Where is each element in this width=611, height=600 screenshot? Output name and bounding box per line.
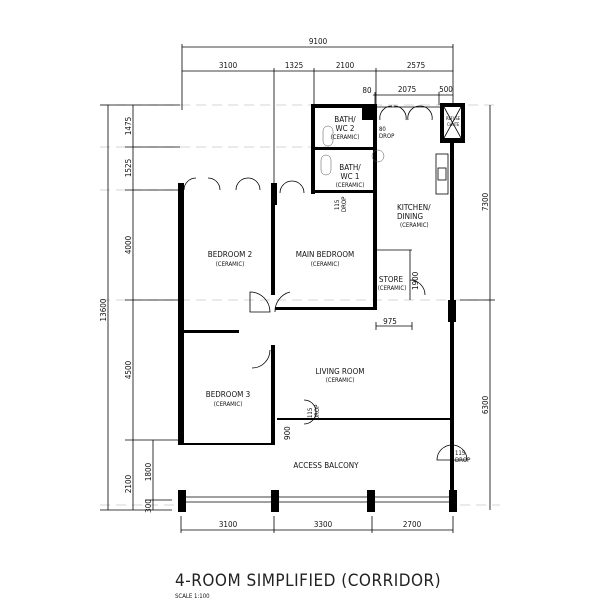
room-labels: BATH/ WC 2 (CERAMIC) BATH/ WC 1 (CERAMIC…	[206, 115, 431, 470]
dim-top-sub-1: 80	[362, 86, 372, 95]
bath-wc2-label-3: (CERAMIC)	[331, 134, 360, 141]
bedroom2-finish: (CERAMIC)	[216, 261, 245, 268]
dim-top-sub-2: 2075	[398, 85, 416, 94]
bedroom2-label: BEDROOM 2	[208, 250, 252, 259]
dim-right-1: 7300	[481, 192, 490, 211]
bottom-dimensions: 3100 3300 2700	[180, 516, 454, 533]
plan-scale: SCALE 1:100	[175, 593, 210, 600]
living-room-finish: (CERAMIC)	[326, 377, 355, 384]
right-dimensions: 7300 6300	[460, 105, 495, 510]
living-room-label: LIVING ROOM	[316, 367, 365, 376]
dim-top-4: 2575	[407, 61, 425, 70]
dim-left-sub-2: 300	[144, 499, 153, 513]
store-height-dim: 1900	[411, 271, 420, 290]
dim-top-2: 1325	[285, 61, 303, 70]
main-bedroom-finish: (CERAMIC)	[311, 261, 340, 268]
store-label: STORE	[379, 275, 404, 284]
store-width-dim: 975	[383, 317, 397, 326]
access-balcony-label: ACCESS BALCONY	[293, 461, 359, 470]
reference-lines	[100, 104, 500, 506]
bedroom3-label: BEDROOM 3	[206, 390, 250, 399]
dim-left-sub-1: 1800	[144, 462, 153, 481]
dim-top-1: 3100	[219, 61, 238, 70]
store-finish: (CERAMIC)	[378, 285, 407, 292]
bath-wc1-label-2: WC 1	[340, 172, 359, 181]
dim-top-total: 9100	[309, 37, 328, 46]
bath-drop-value: 80	[379, 126, 386, 133]
dim-left-4: 4500	[124, 360, 133, 379]
bath-wc2-label-2: WC 2	[335, 124, 354, 133]
living-drop-value: 115	[307, 408, 314, 418]
living-900-dim: 900	[283, 426, 292, 440]
living-drop-label: DROP	[314, 404, 321, 420]
dim-right-2: 6300	[481, 395, 490, 414]
dim-left-1: 1475	[124, 117, 133, 135]
dim-left-total: 13600	[99, 298, 108, 321]
walls	[178, 103, 468, 512]
left-dimensions: 13600 1475 1525 4000 4500 2100 1800 300	[99, 104, 180, 513]
bath-wc1-label-3: (CERAMIC)	[336, 182, 365, 189]
dim-left-2: 1525	[124, 159, 133, 177]
dim-bottom-2: 3300	[314, 520, 333, 529]
balcony-drop-value: 115	[455, 450, 465, 457]
bath-wc2-label-1: BATH/	[334, 115, 356, 124]
chute-label-1: REFUSE	[446, 116, 461, 121]
dim-top-3: 2100	[336, 61, 355, 70]
bedroom3-finish: (CERAMIC)	[214, 401, 243, 408]
top-dimensions: 9100 3100 1325 2100 2575 80 2075 500	[181, 37, 454, 185]
dim-bottom-3: 2700	[403, 520, 422, 529]
dim-top-sub-3: 500	[439, 85, 453, 94]
drop-labels: 80 DROP 115 DROP 115 DROP 115 DROP REFUS…	[307, 116, 471, 464]
bath-wc1-label-1: BATH/	[339, 163, 361, 172]
kitchen-label-2: DINING	[397, 212, 423, 221]
dim-left-3: 4000	[124, 235, 133, 254]
bath1-drop-value: 115	[334, 200, 341, 210]
dim-bottom-1: 3100	[219, 520, 238, 529]
kitchen-label-1: KITCHEN/	[397, 203, 431, 212]
balcony-drop-label: DROP	[455, 457, 471, 464]
bath-drop-label: DROP	[379, 133, 395, 140]
main-bedroom-label: MAIN BEDROOM	[296, 250, 355, 259]
bath1-drop-label: DROP	[341, 196, 348, 212]
kitchen-label-3: (CERAMIC)	[400, 222, 429, 229]
chute-label-2: CHUTE	[447, 122, 460, 127]
plan-title: 4-ROOM SIMPLIFIED (CORRIDOR)	[175, 571, 441, 591]
dim-left-5: 2100	[124, 474, 133, 493]
